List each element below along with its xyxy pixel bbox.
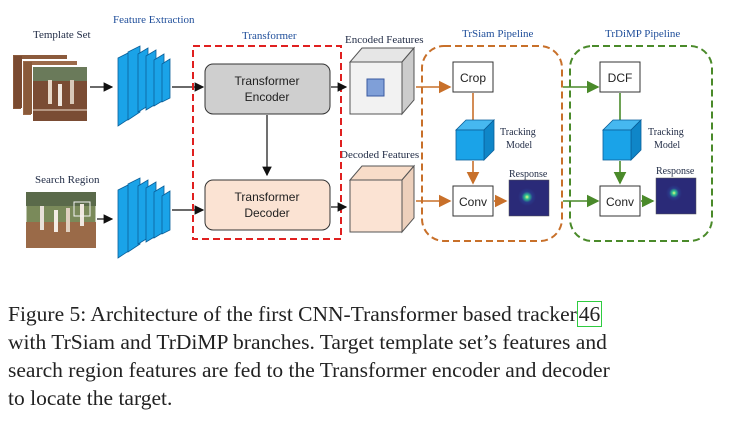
decoder-label-line2: Decoder [244,206,289,220]
dcf-box [599,61,641,93]
caption-line3: search region features are fed to the Tr… [8,358,610,382]
transformer-label: Transformer [242,30,297,42]
trdimp-tracking-model-cube [602,119,642,161]
encoded-features-cube [348,46,416,116]
encoded-features-label: Encoded Features [345,34,424,46]
template-set-images [11,53,89,123]
caption-line4: to locate the target. [8,386,173,410]
trsiam-tracking-label-line1: Tracking [500,127,536,138]
search-region-label: Search Region [35,174,100,186]
template-set-label: Template Set [33,29,91,41]
trdimp-response-label: Response [656,166,695,177]
trsiam-tracking-model-cube [455,119,495,161]
caption-line2: with TrSiam and TrDiMP branches. Target … [8,330,607,354]
citation-link[interactable]: 46 [576,301,603,327]
figure-caption: Figure 5: Architecture of the first CNN-… [8,300,724,412]
decoded-features-label: Decoded Features [340,149,419,161]
feature-extraction-label: Feature Extraction [113,14,195,26]
trsiam-conv-box [452,185,494,217]
trsiam-pipeline-group [421,45,563,242]
encoder-label-line2: Encoder [245,90,290,104]
trdimp-conv-box [599,185,641,217]
trdimp-tracking-label-line1: Tracking [648,127,684,138]
caption-prefix: Figure 5: Architecture of the first CNN-… [8,302,577,326]
decoded-features-cube [348,164,416,234]
dcf-label: DCF [608,71,633,85]
search-region-image [25,191,97,249]
trdimp-tracking-label-line2: Model [654,140,680,151]
trsiam-conv-label: Conv [459,195,487,209]
transformer-group [192,45,342,240]
encoder-label-line1: Transformer [235,74,300,88]
cnn-backbone-template [117,45,171,127]
cnn-backbone-search [117,177,171,259]
architecture-diagram: Template Set Feature Extraction Transfor… [11,14,713,259]
trdimp-pipeline-label: TrDiMP Pipeline [605,28,680,40]
trdimp-response-peak [666,185,682,201]
trsiam-tracking-label-line2: Model [506,140,532,151]
trsiam-response-peak [518,188,536,206]
transformer-encoder-box [204,63,331,115]
decoder-label-line1: Transformer [235,190,300,204]
trdimp-pipeline-group [569,45,713,242]
crop-label: Crop [460,71,486,85]
trsiam-response-label: Response [509,169,548,180]
transformer-decoder-box [204,179,331,231]
trsiam-pipeline-label: TrSiam Pipeline [462,28,534,40]
crop-box [452,61,494,93]
trdimp-conv-label: Conv [606,195,634,209]
